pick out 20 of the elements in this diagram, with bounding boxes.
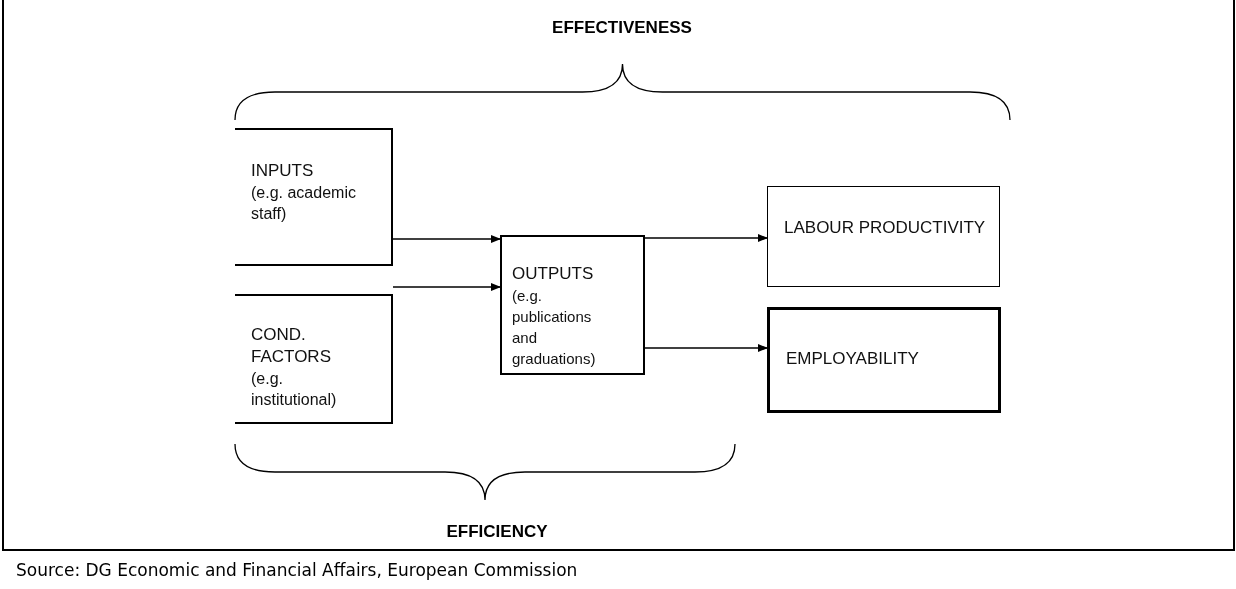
arrow bbox=[392, 283, 501, 291]
box-heading: COND. FACTORS bbox=[251, 324, 332, 368]
box-description: (e.g. publications and graduations) bbox=[512, 286, 597, 369]
process-box bbox=[767, 186, 1000, 287]
box-heading: OUTPUTS bbox=[512, 263, 595, 285]
box-heading: LABOUR PRODUCTIVITY bbox=[784, 217, 987, 239]
box-description: (e.g. institutional) bbox=[251, 369, 338, 410]
arrow bbox=[392, 235, 501, 243]
box-description: (e.g. academic staff) bbox=[251, 183, 357, 224]
process-box bbox=[235, 294, 393, 424]
arrow bbox=[644, 234, 768, 242]
process-box bbox=[767, 307, 1001, 413]
bracket-label: EFFICIENCY bbox=[446, 522, 548, 542]
process-box bbox=[500, 235, 645, 375]
process-box bbox=[235, 128, 393, 266]
box-heading: EMPLOYABILITY bbox=[786, 348, 920, 370]
box-heading: INPUTS bbox=[251, 160, 315, 182]
arrow bbox=[644, 344, 768, 352]
bracket-label: EFFECTIVENESS bbox=[552, 18, 692, 38]
source-caption: Source: DG Economic and Financial Affairs, European Commission bbox=[16, 560, 578, 580]
